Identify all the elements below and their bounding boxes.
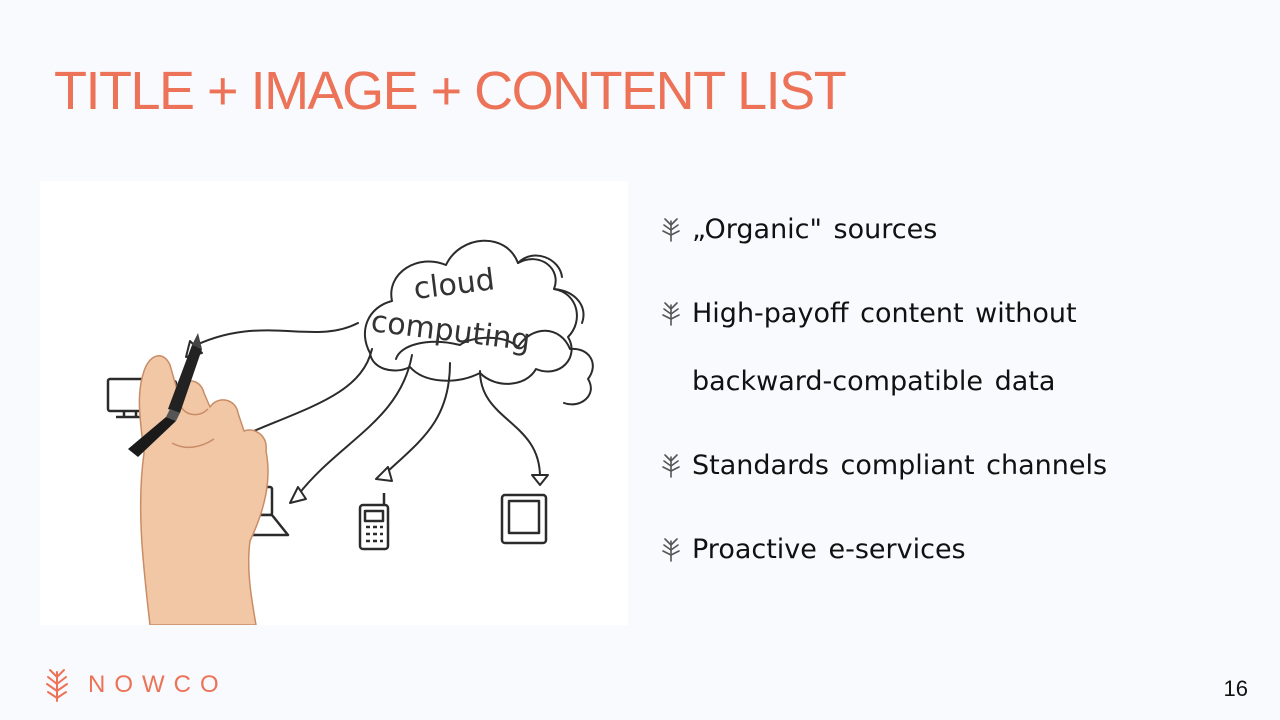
cloud-label-line1: cloud <box>412 262 497 307</box>
bullet-text: „Organic" sources <box>692 214 938 245</box>
leaf-sprig-icon <box>662 454 680 478</box>
list-item: Standards compliant channels <box>660 432 1260 500</box>
list-item: „Organic" sources <box>660 196 1260 264</box>
nowco-logo: NOWCO <box>44 668 228 702</box>
logo-text: NOWCO <box>88 671 228 698</box>
leaf-sprig-icon <box>662 218 680 242</box>
cloud-computing-illustration: cloud computing <box>40 181 628 625</box>
bullet-text: Standards compliant channels <box>692 450 1108 481</box>
nowco-wheat-icon <box>46 669 68 702</box>
list-item: High-payoff content without backward-com… <box>660 280 1260 416</box>
page-number: 16 <box>1223 676 1248 701</box>
bullet-text: High-payoff content without backward-com… <box>692 298 1077 397</box>
list-item: Proactive e-services <box>660 516 1260 584</box>
bullet-text: Proactive e-services <box>692 534 966 565</box>
content-list: „Organic" sources High-payoff content wi… <box>660 196 1260 600</box>
leaf-sprig-icon <box>662 302 680 326</box>
leaf-sprig-icon <box>662 538 680 562</box>
cloud-label-line2: computing <box>369 304 532 358</box>
slide-title: TITLE + IMAGE + CONTENT LIST <box>54 61 847 121</box>
